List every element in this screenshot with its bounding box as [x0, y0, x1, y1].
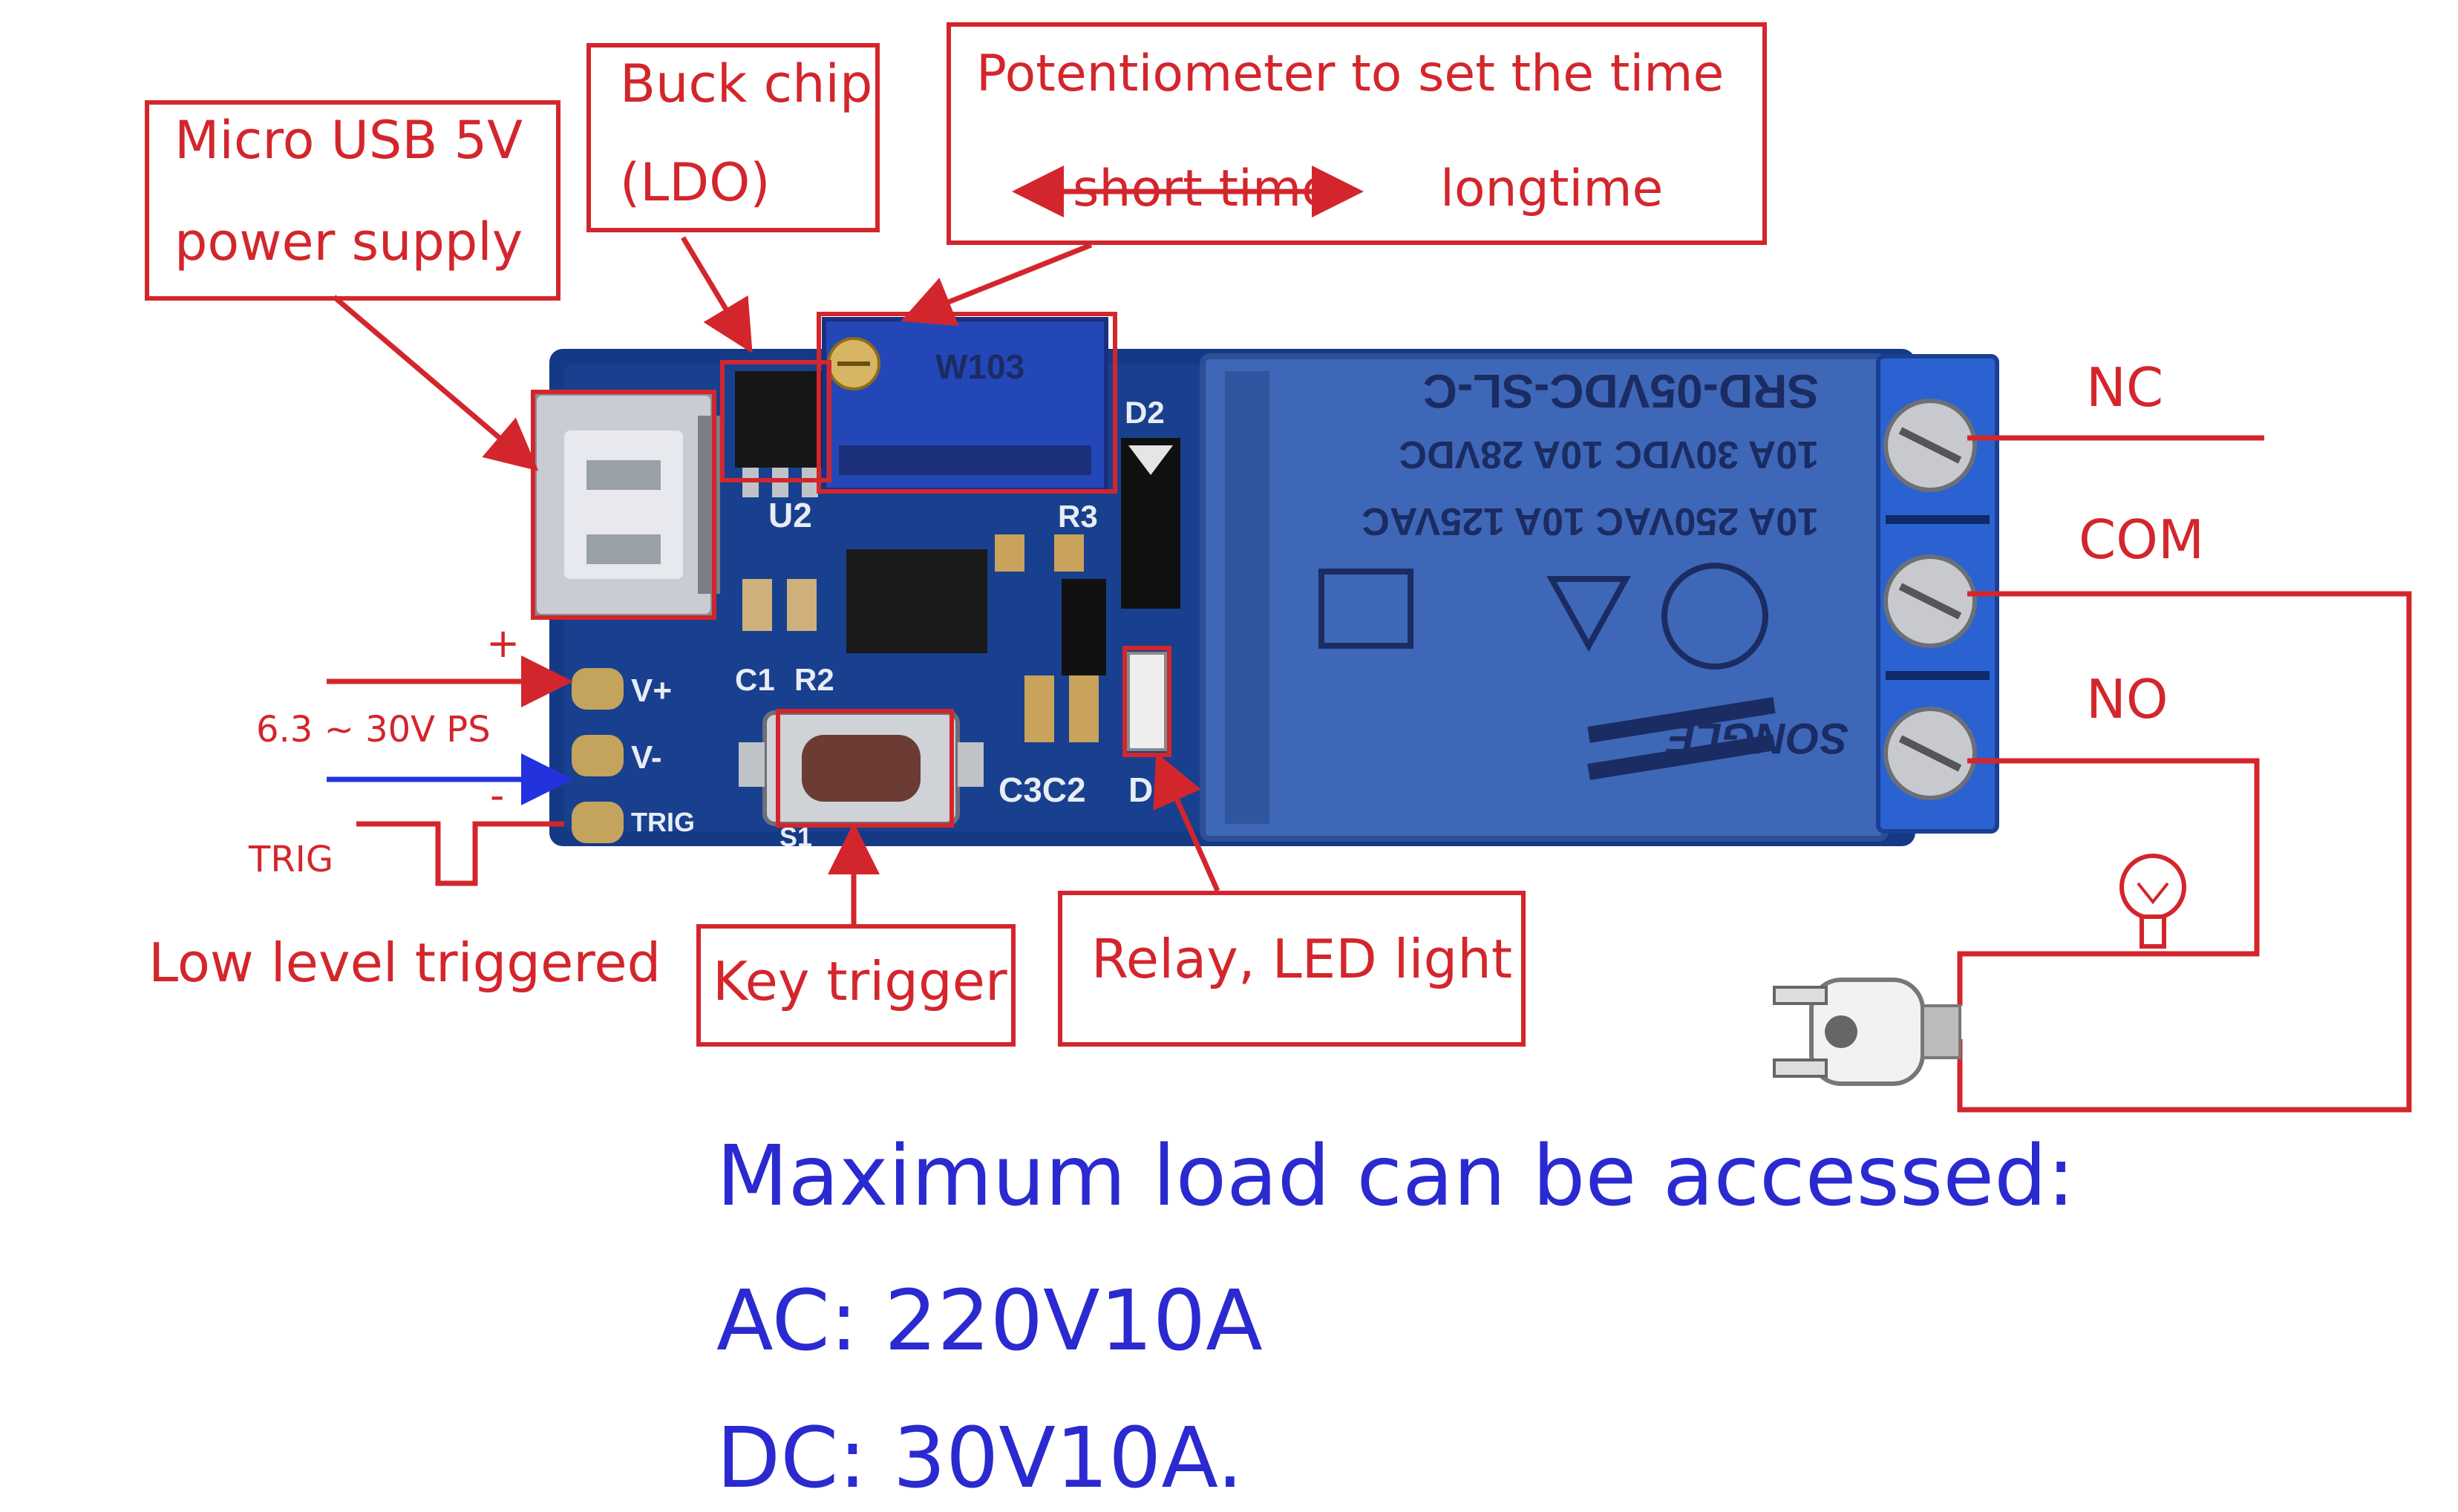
d2-diode — [1121, 438, 1180, 609]
relay-rating-1: 10A 250VAC 10A 125VAC — [1362, 500, 1819, 543]
key-trigger-callout-box — [696, 924, 1016, 1047]
c1-label: C1 — [735, 662, 775, 697]
no-terminal-label: NO — [2086, 668, 2168, 730]
long-time-label: longtime — [1440, 160, 1664, 218]
input-pins — [572, 668, 624, 843]
micro-usb-label-1: Micro USB 5V — [174, 110, 523, 171]
relay: SRD-05VDC-SL-C 10A 30VDC 10A 28VDC 10A 2… — [1200, 353, 1889, 842]
d2-label: D2 — [1125, 395, 1165, 430]
micro-usb-callout-box — [145, 100, 560, 301]
relay-led-label: Relay, LED light — [1091, 928, 1513, 990]
trig-label: TRIG — [249, 839, 334, 880]
key-trigger-label: Key trigger — [713, 950, 1007, 1012]
buck-chip-label-2: (LDO) — [620, 152, 771, 213]
s1-highlight-box — [776, 709, 954, 828]
mains-plug-icon — [1773, 978, 1961, 1086]
buck-chip-callout-box — [586, 43, 880, 232]
light-bulb-icon — [2119, 854, 2186, 949]
pot-code-label: W103 — [935, 347, 1024, 386]
power-range-label: 6.3 ~ 30V PS — [256, 709, 491, 750]
short-time-label: short time — [1073, 160, 1333, 218]
u2-chip — [735, 371, 824, 497]
buck-chip-label-1: Buck chip — [620, 53, 873, 114]
output-wiring — [1957, 435, 2412, 1113]
usb-highlight-box — [531, 390, 716, 620]
minus-sign: - — [490, 772, 505, 819]
potentiometer: W103 — [822, 317, 1108, 492]
c3c2-label: C3C2 — [998, 770, 1086, 809]
terminal-block — [1876, 354, 1999, 834]
dc-rating: DC: 30V10A. — [716, 1410, 1243, 1507]
max-load-title: Maximum load can be accessed: — [716, 1128, 2075, 1225]
callout-leaders — [327, 166, 1364, 928]
relay-led-callout-box — [1058, 891, 1526, 1047]
nc-terminal-label: NC — [2086, 356, 2164, 419]
u2-label: U2 — [768, 496, 812, 534]
ac-rating: AC: 220V10A — [716, 1273, 1263, 1369]
low-level-triggered-label: Low level triggered — [148, 932, 661, 994]
potentiometer-callout-box — [947, 22, 1767, 245]
plus-sign: + — [486, 620, 520, 667]
relay-logo-marks — [1318, 563, 1776, 780]
micro-usb-label-2: power supply — [174, 212, 523, 272]
u2-highlight-box — [720, 360, 831, 482]
r2-label: R2 — [794, 662, 834, 697]
driver-components — [742, 534, 1167, 751]
relay-rating-2: 10A 30VDC 10A 28VDC — [1399, 433, 1819, 476]
pin-trig-label: TRIG — [631, 807, 695, 837]
relay-model-text: SRD-05VDC-SL-C — [1423, 364, 1819, 418]
r3-label: R3 — [1058, 499, 1098, 534]
com-terminal-label: COM — [2079, 508, 2205, 571]
potentiometer-label: Potentiometer to set the time — [976, 45, 1725, 103]
pin-vminus-label: V- — [631, 739, 662, 776]
potentiometer-highlight-box — [817, 312, 1117, 494]
pin-vplus-label: V+ — [631, 672, 672, 709]
d1-highlight-box — [1122, 646, 1171, 757]
